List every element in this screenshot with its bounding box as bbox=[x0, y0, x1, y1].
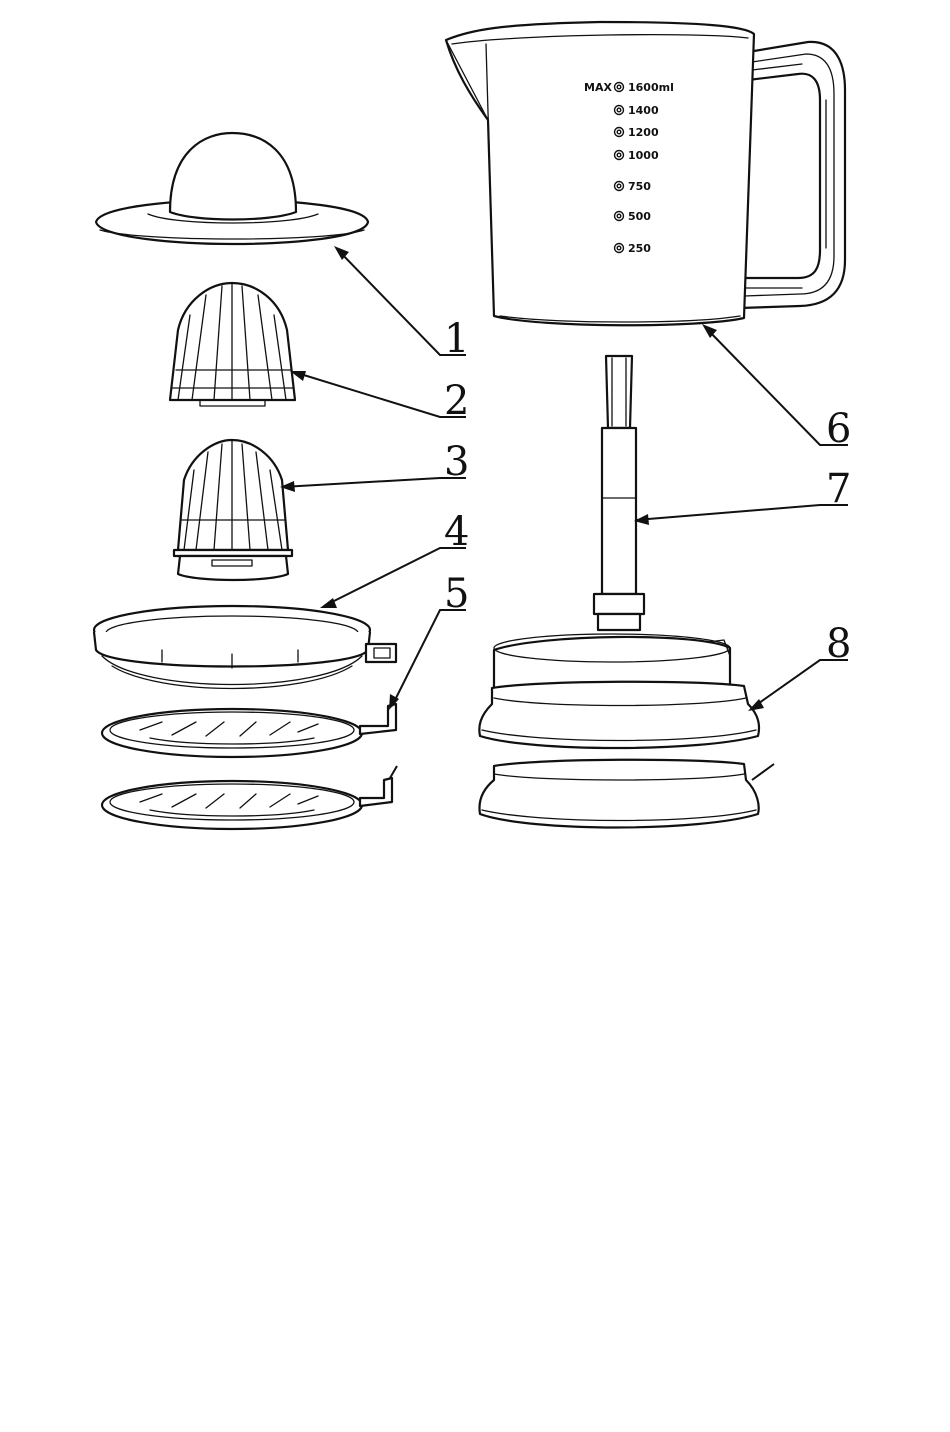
drive-shaft-part bbox=[594, 356, 644, 630]
callout-6-label: 6 bbox=[826, 406, 851, 452]
callout-6: 6 bbox=[702, 324, 851, 452]
scale-250-label: 250 bbox=[628, 242, 651, 255]
callout-2: 2 bbox=[290, 371, 469, 424]
callout-1: 1 bbox=[334, 246, 469, 362]
large-reamer-cone-part bbox=[170, 283, 295, 406]
callout-4-label: 4 bbox=[444, 509, 469, 555]
callout-8-label: 8 bbox=[826, 621, 851, 667]
callout-3: 3 bbox=[280, 439, 469, 492]
callout-5-label: 5 bbox=[444, 571, 469, 617]
scale-1600-label: 1600ml bbox=[628, 81, 674, 94]
dome-lid-part bbox=[96, 133, 368, 244]
small-reamer-cone-part bbox=[174, 440, 292, 580]
callout-8: 8 bbox=[748, 621, 851, 711]
callout-2-label: 2 bbox=[444, 378, 469, 424]
callout-5: 5 bbox=[389, 571, 469, 710]
scale-1400-label: 1400 bbox=[628, 104, 659, 117]
drip-tray-upper-part bbox=[102, 704, 396, 757]
scale-max-label: MAX bbox=[584, 81, 612, 94]
callout-3-label: 3 bbox=[444, 439, 469, 485]
callout-1-label: 1 bbox=[444, 316, 469, 362]
scale-750-label: 750 bbox=[628, 180, 651, 193]
scale-1000-label: 1000 bbox=[628, 149, 659, 162]
scale-500-label: 500 bbox=[628, 210, 651, 223]
motor-base-part bbox=[479, 634, 774, 828]
strainer-ring-part bbox=[94, 606, 396, 689]
drip-tray-lower-part bbox=[102, 766, 397, 829]
callout-7-label: 7 bbox=[826, 466, 851, 512]
measuring-jug-part: MAX 1600ml 1400 1200 1000 750 500 250 bbox=[446, 22, 845, 325]
scale-1200-label: 1200 bbox=[628, 126, 659, 139]
callout-7: 7 bbox=[634, 466, 851, 525]
